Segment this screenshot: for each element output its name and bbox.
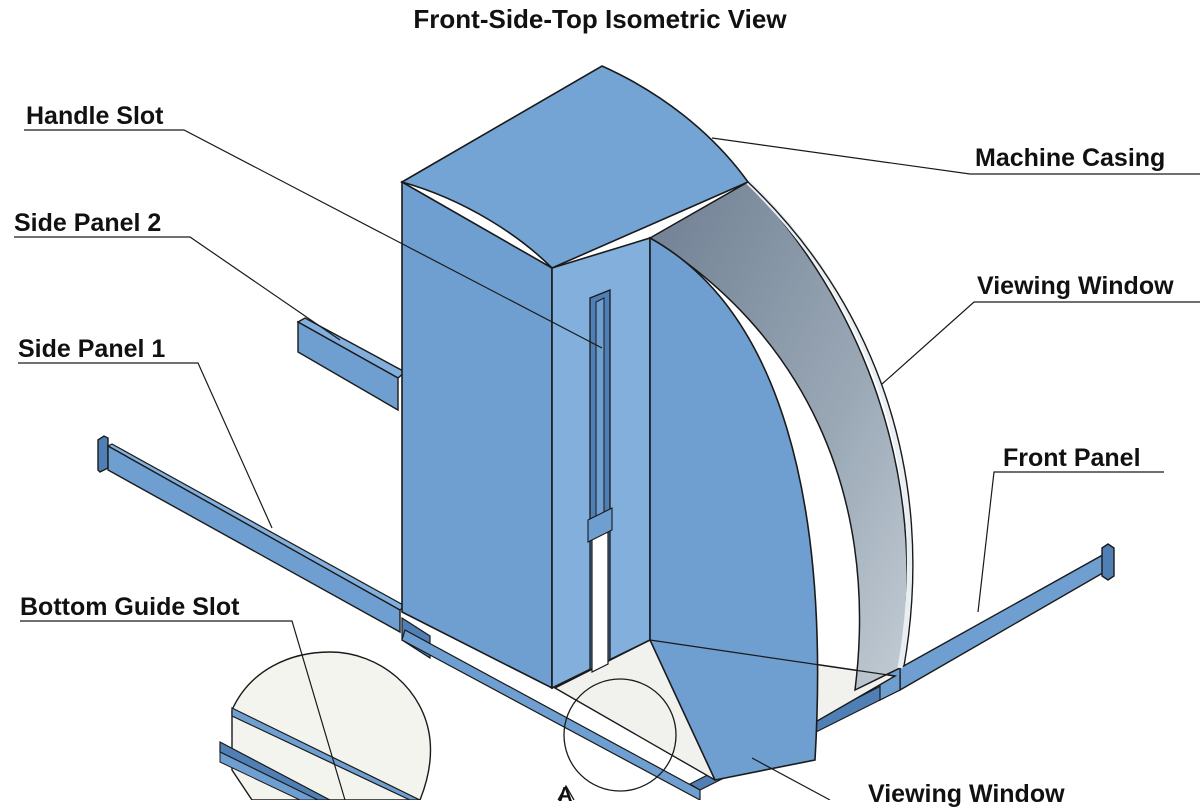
- leader-bottom-guide-slot: [20, 620, 346, 800]
- label-machine-casing: Machine Casing: [975, 144, 1166, 172]
- leader-viewing-window-lower: [751, 757, 831, 800]
- leader-viewing-window-upper: [881, 301, 1200, 385]
- leader-side-panel-2: [14, 236, 341, 341]
- label-side-panel-2: Side Panel 2: [14, 209, 162, 237]
- label-viewing-window-lower: Viewing Window: [868, 780, 1065, 808]
- leader-handle-slot: [24, 129, 603, 349]
- label-viewing-window-upper: Viewing Window: [977, 272, 1174, 300]
- casing-top-face: [399, 65, 750, 269]
- leader-lines: [14, 129, 1200, 800]
- detail-circle: [563, 678, 677, 792]
- label-detail-marker: A: [558, 784, 573, 806]
- casing-curved-side: [649, 236, 819, 781]
- leader-side-panel-1: [18, 362, 273, 529]
- detail-marker-arrow: [557, 784, 575, 800]
- label-front-panel: Front Panel: [1003, 444, 1141, 472]
- floor-edge: [649, 639, 896, 677]
- label-handle-slot: Handle Slot: [26, 102, 164, 130]
- detail-view: [219, 651, 432, 800]
- viewing-window-outline: [747, 181, 914, 667]
- label-bottom-guide-slot: Bottom Guide Slot: [20, 593, 240, 621]
- viewing-window-edge: [746, 180, 912, 669]
- leader-front-panel: [977, 471, 1164, 613]
- front-panel-part: [899, 543, 1115, 692]
- leader-machine-casing: [711, 137, 1200, 175]
- side-panel-2-part: [296, 317, 407, 412]
- casing-left-wall: [401, 180, 553, 690]
- label-side-panel-1: Side Panel 1: [18, 335, 166, 363]
- handle-slot-part: [587, 289, 613, 673]
- diagram-title: Front-Side-Top Isometric View: [413, 4, 787, 34]
